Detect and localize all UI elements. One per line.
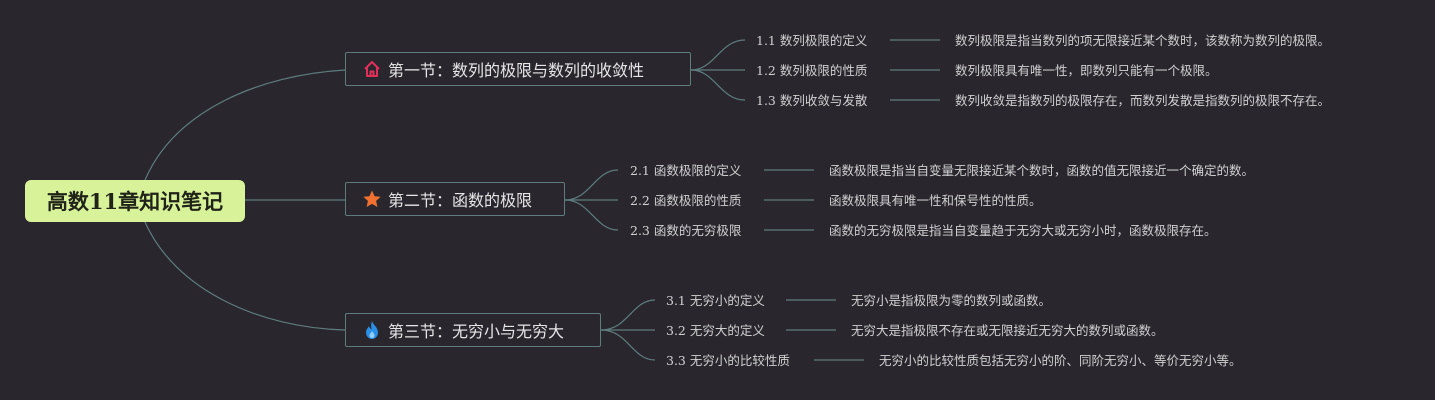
- desc-1-3[interactable]: 数列收敛是指数列的极限存在，而数列发散是指数列的极限不存在。: [955, 93, 1331, 108]
- section-node-2[interactable]: 第二节：函数的极限: [345, 182, 565, 216]
- section-label: 第三节：无穷小与无穷大: [388, 322, 565, 341]
- desc-1-2[interactable]: 数列极限具有唯一性，即数列只能有一个极限。: [955, 63, 1218, 78]
- topic-1-1[interactable]: 1.1 数列极限的定义: [756, 33, 868, 48]
- section-node-1[interactable]: 第一节：数列的极限与数列的收敛性: [345, 52, 691, 86]
- section-node-3[interactable]: 第三节：无穷小与无穷大: [345, 313, 601, 347]
- topic-3-2[interactable]: 3.2 无穷大的定义: [666, 323, 765, 338]
- root-label: 高数11章知识笔记: [46, 189, 224, 214]
- house-icon: [362, 59, 382, 79]
- topic-1-2[interactable]: 1.2 数列极限的性质: [756, 63, 868, 78]
- topic-2-2[interactable]: 2.2 函数极限的性质: [630, 193, 742, 208]
- topic-3-3[interactable]: 3.3 无穷小的比较性质: [666, 353, 790, 368]
- root-node[interactable]: 高数11章知识笔记: [25, 180, 245, 222]
- desc-2-1[interactable]: 函数极限是指当自变量无限接近某个数时，函数的值无限接近一个确定的数。: [829, 163, 1255, 178]
- star-icon: [362, 189, 382, 209]
- desc-3-2[interactable]: 无穷大是指极限不存在或无限接近无穷大的数列或函数。: [851, 323, 1164, 338]
- topic-2-1[interactable]: 2.1 函数极限的定义: [630, 163, 742, 178]
- desc-3-1[interactable]: 无穷小是指极限为零的数列或函数。: [851, 293, 1052, 308]
- section-label: 第一节：数列的极限与数列的收敛性: [388, 61, 645, 80]
- desc-2-2[interactable]: 函数极限具有唯一性和保号性的性质。: [829, 193, 1042, 208]
- desc-1-1[interactable]: 数列极限是指当数列的项无限接近某个数时，该数称为数列的极限。: [955, 33, 1331, 48]
- desc-3-3[interactable]: 无穷小的比较性质包括无穷小的阶、同阶无穷小、等价无穷小等。: [879, 353, 1242, 368]
- topic-3-1[interactable]: 3.1 无穷小的定义: [666, 293, 765, 308]
- topic-1-3[interactable]: 1.3 数列收敛与发散: [756, 93, 868, 108]
- section-label: 第二节：函数的极限: [388, 191, 533, 210]
- desc-2-3[interactable]: 函数的无穷极限是指当自变量趋于无穷大或无穷小时，函数极限存在。: [829, 223, 1217, 238]
- topic-2-3[interactable]: 2.3 函数的无穷极限: [630, 223, 742, 238]
- flame-icon: [362, 320, 382, 340]
